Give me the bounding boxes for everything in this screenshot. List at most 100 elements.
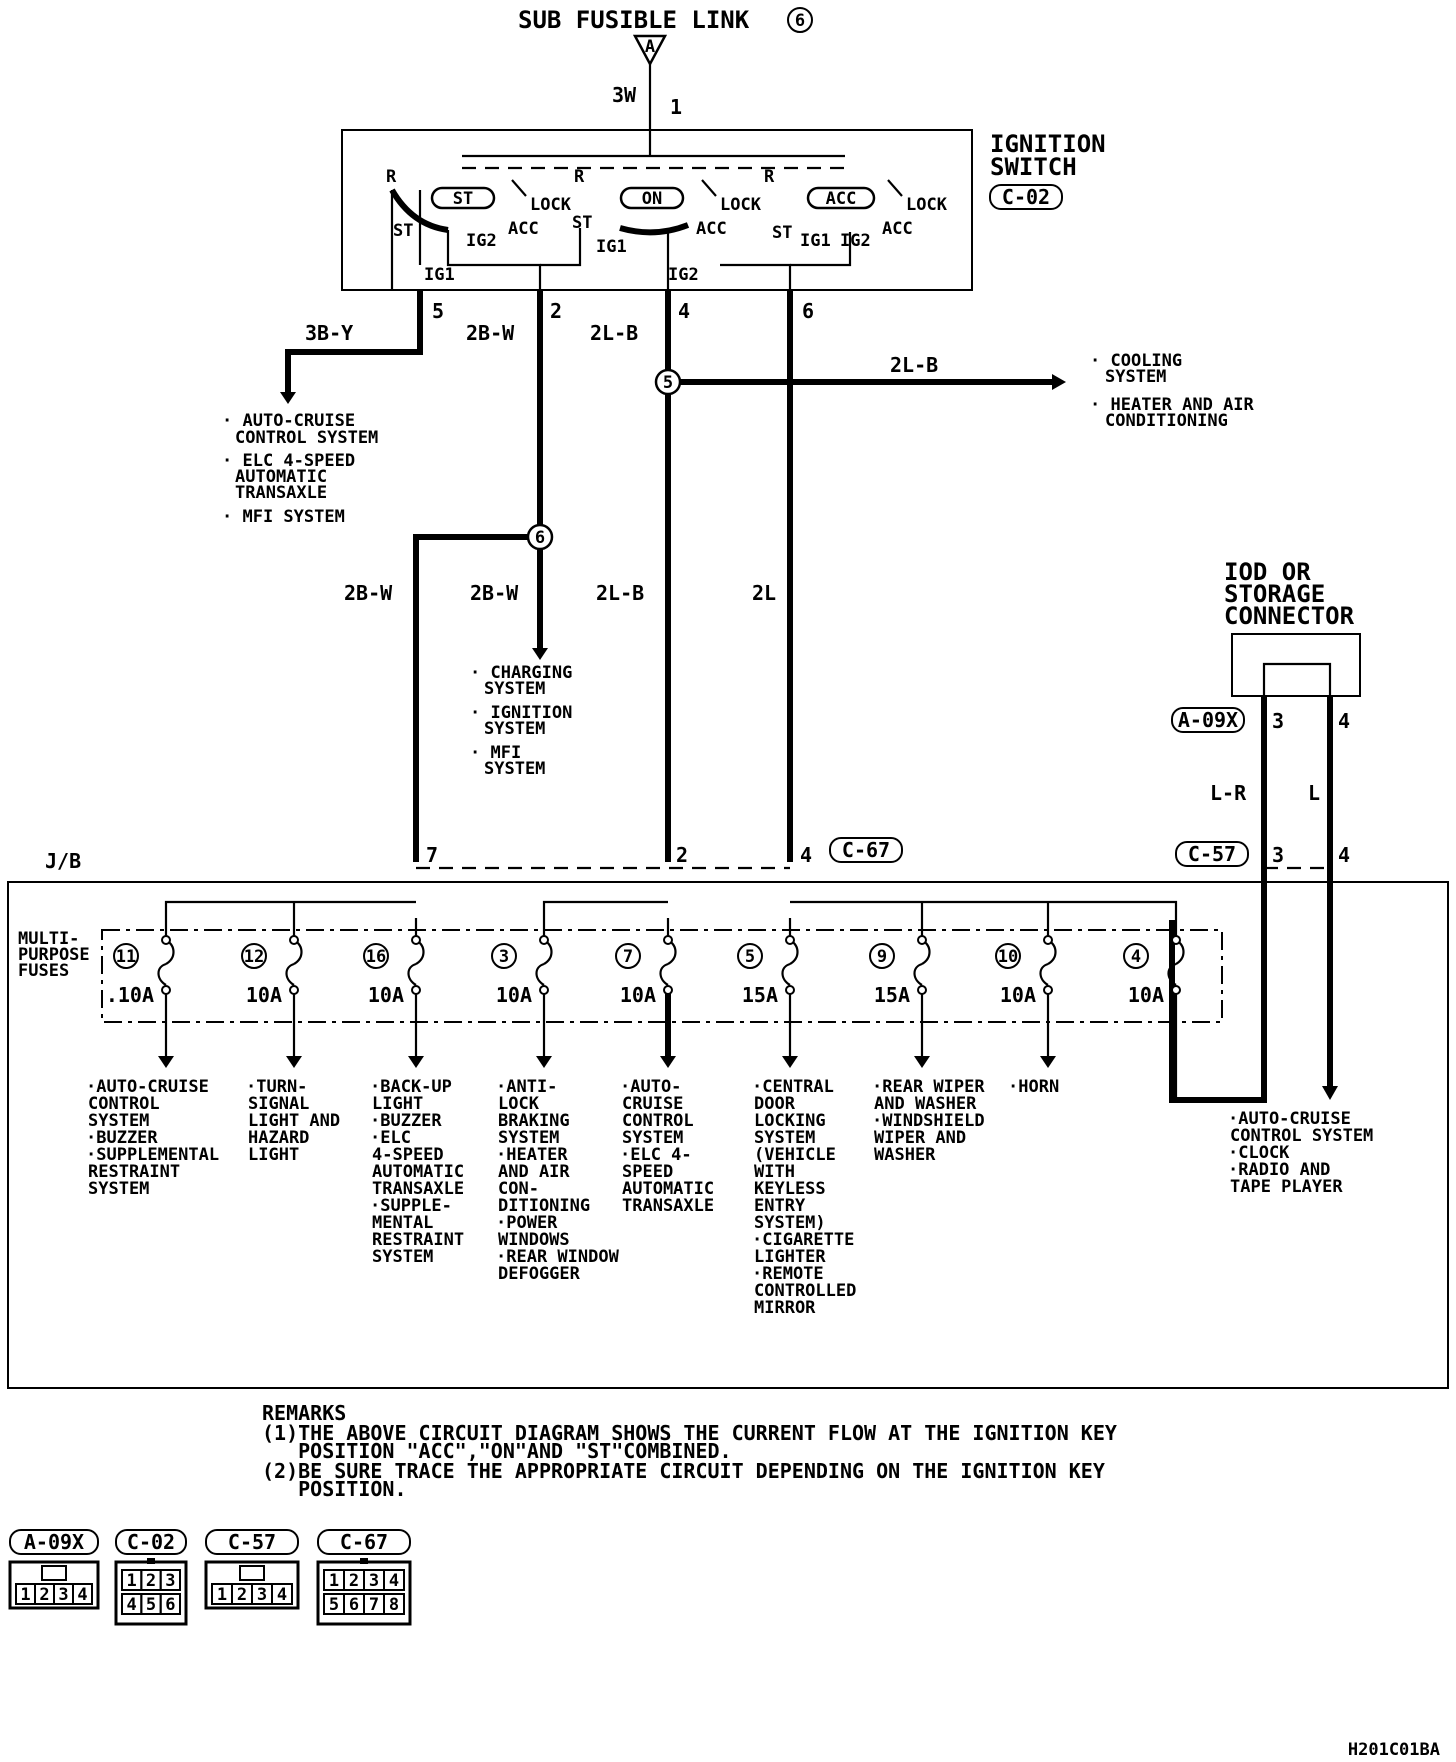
ig1-label-3: IG1 (800, 231, 831, 251)
fuse-number-circle (869, 943, 895, 969)
connector-pin: 5 (146, 1595, 156, 1615)
dest-cooling-2: SYSTEM (1105, 367, 1166, 387)
connector-name: C-02 (127, 1530, 175, 1554)
iod-internal-link (1262, 662, 1332, 696)
destination-line: CONTROL SYSTEM (1230, 1126, 1373, 1146)
dest-top-2: CONTROL SYSTEM (235, 428, 378, 448)
fuse-number-circle (737, 943, 763, 969)
destination-line: SPEED (622, 1162, 673, 1182)
remarks-title: REMARKS (262, 1401, 346, 1425)
fuse-rating: 10A (496, 983, 532, 1007)
iod-title-3: CONNECTOR (1224, 602, 1355, 630)
int-wire-g (790, 232, 852, 267)
pin-5-label: 5 (432, 299, 444, 323)
destination-line: RESTRAINT (88, 1162, 180, 1182)
fuse-destination-2: ·BACK-UP LIGHT·BUZZER·ELC 4-SPEED AUTOMA… (370, 1077, 464, 1267)
ignition-pin-1: 1 (670, 95, 682, 119)
junction-5 (654, 368, 682, 396)
c02-connector-tag (989, 184, 1063, 210)
c02-connector-label: C-02 (1002, 185, 1050, 209)
destination-line: KEYLESS (754, 1179, 826, 1199)
destination-line: ·HORN (1008, 1077, 1059, 1097)
arrow-2b-w-charging (532, 648, 548, 660)
fuse-number: 16 (366, 947, 386, 967)
destination-line: ·ELC 4- (620, 1145, 692, 1165)
connector-pin: 3 (369, 1571, 379, 1591)
ignition-switch-box (341, 129, 973, 291)
position-acc-label: ACC (826, 189, 857, 209)
destination-line: ·BUZZER (370, 1111, 442, 1131)
wire-to-cooling-label: 2L-B (890, 353, 938, 377)
connector-pin: 7 (369, 1595, 379, 1615)
mid-2b-w-label: 2B-W (470, 581, 519, 605)
arrow-cooling (1052, 374, 1066, 390)
fuse-rating: 10A (1000, 983, 1036, 1007)
destination-line: CONTROL (622, 1111, 694, 1131)
fuse-rating: 10A (246, 983, 282, 1007)
connector-pin: 2 (237, 1585, 247, 1605)
destination-line: SYSTEM (754, 1128, 815, 1148)
fuse-number: 5 (745, 947, 755, 967)
connector-pin: 1 (127, 1571, 137, 1591)
c67-label: C-67 (842, 838, 890, 862)
fusible-link-number: 6 (795, 11, 805, 31)
multi-label-2: PURPOSE (18, 945, 90, 965)
connector-pin: 1 (20, 1585, 30, 1605)
multi-purpose-fuse-block (101, 929, 1223, 1023)
destination-line: ·SUPPLE- (370, 1196, 452, 1216)
bus-left (164, 900, 416, 918)
acc-label-2: ACC (696, 219, 727, 239)
fuse-11: 11.10A (106, 918, 175, 1007)
fuse-number-circle (995, 943, 1021, 969)
fuse-destination-6: ·REAR WIPER AND WASHER·WINDSHIELD WIPER … (872, 1077, 985, 1165)
dest-charging-1: · CHARGING (470, 663, 572, 683)
ig1-label-2: IG1 (596, 237, 627, 257)
destination-line: TAPE PLAYER (1230, 1177, 1343, 1197)
sub-fusible-link-title: SUB FUSIBLE LINK (518, 6, 750, 34)
connector-pin: 3 (257, 1585, 267, 1605)
fuse-destination-3: ·ANTI- LOCK BRAKING SYSTEM·HEATER AND AI… (496, 1077, 620, 1284)
destination-line: MIRROR (754, 1298, 816, 1318)
dest-charging-6: SYSTEM (484, 759, 545, 779)
destination-line: MENTAL (372, 1213, 433, 1233)
destination-line: SYSTEM (498, 1128, 559, 1148)
fuse-number: 9 (877, 947, 887, 967)
fuse-destination-8: ·AUTO-CRUISE CONTROL SYSTEM·CLOCK·RADIO … (1228, 1109, 1373, 1197)
destination-line: ·BUZZER (86, 1128, 158, 1148)
fuse-output-arrow (408, 1056, 424, 1068)
destination-line: LIGHT (248, 1145, 299, 1165)
connector-pin: 3 (165, 1571, 175, 1591)
destination-line: SYSTEM (622, 1128, 683, 1148)
wire-3b-y-label: 3B-Y (305, 321, 353, 345)
ig1-label-1: IG1 (424, 265, 455, 285)
position-st-label: ST (453, 189, 473, 209)
c57-pin-4: 4 (1338, 843, 1350, 867)
wire-2b-w-to-jb (413, 534, 540, 862)
destination-line: ·ANTI- (496, 1077, 557, 1097)
bus-mid (542, 900, 668, 918)
dest-cooling-3: · HEATER AND AIR (1090, 395, 1255, 415)
destination-line: ·ELC (370, 1128, 411, 1148)
remarks-line-1: (1)THE ABOVE CIRCUIT DIAGRAM SHOWS THE C… (262, 1421, 1117, 1445)
c67-tag (829, 837, 903, 863)
c57-pin-3: 3 (1272, 843, 1284, 867)
destination-line: ·CLOCK (1228, 1143, 1290, 1163)
connector-name: A-09X (24, 1530, 84, 1554)
c57-label: C-57 (1188, 842, 1236, 866)
dest-cooling-4: CONDITIONING (1105, 411, 1228, 431)
destination-line: WITH (754, 1162, 795, 1182)
destination-line: SYSTEM (372, 1247, 433, 1267)
st-contact-arc (389, 188, 449, 233)
r-label-2: R (574, 167, 585, 187)
wire-l-r (1169, 696, 1267, 1103)
destination-line: (VEHICLE (754, 1145, 836, 1165)
lock-label-2: LOCK (720, 195, 762, 215)
destination-line: DEFOGGER (498, 1264, 581, 1284)
destination-line: ·CENTRAL (752, 1077, 834, 1097)
arrow-l (1322, 1086, 1338, 1100)
